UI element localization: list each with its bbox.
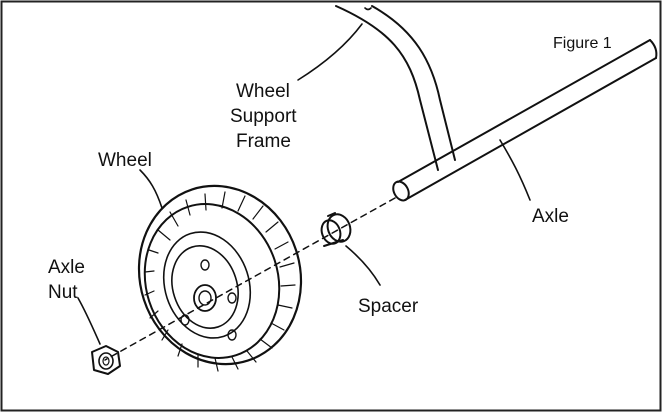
label-axle: Axle bbox=[532, 206, 569, 227]
spacer-part bbox=[320, 212, 352, 247]
label-spacer: Spacer bbox=[358, 296, 419, 317]
leader-wheel bbox=[139, 169, 163, 209]
leader-axle-nut bbox=[77, 297, 101, 345]
wheel-support-frame bbox=[335, 5, 456, 171]
figure-title: Figure 1 bbox=[553, 35, 612, 52]
label-axle-nut: Axle Nut bbox=[48, 257, 90, 303]
axle-nut-part bbox=[91, 345, 121, 375]
leader-frame bbox=[297, 23, 363, 81]
assembly-dashed-line bbox=[104, 197, 396, 361]
wheel-part bbox=[137, 184, 303, 372]
leader-spacer bbox=[345, 245, 381, 286]
label-wheel: Wheel bbox=[98, 150, 152, 171]
label-wheel-support-frame: Wheel Support Frame bbox=[230, 81, 302, 152]
leader-axle bbox=[499, 139, 531, 201]
axle-tube bbox=[392, 39, 658, 202]
